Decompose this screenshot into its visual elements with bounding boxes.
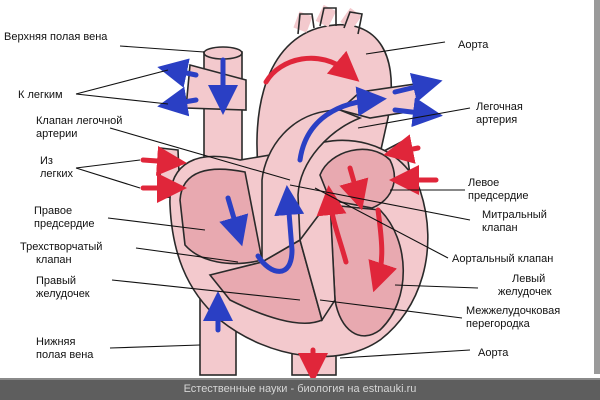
label-left-ventricle-line1: Левый [512,273,545,285]
label-aorta-top: Аорта [458,39,489,51]
right-ventricle-flow-arrow [255,185,305,274]
aortic-arch-flow-arrow [263,50,360,85]
label-left-atrium-line1: Левое [468,177,499,189]
label-mitral-line1: Митральный [482,209,547,221]
label-tricuspid-line1: Трехстворчатый [20,241,102,253]
label-from-lungs-line1: Из [40,155,53,167]
label-right-ventricle-line2: желудочек [36,288,90,300]
superior-vena-cava-opening [203,46,243,60]
from-right-lung-arrow-1 [140,146,187,176]
label-superior-vena-cava: Верхняя полая вена [4,31,108,43]
to-left-lung-arrow-2 [392,97,443,128]
label-tricuspid-line2: клапан [36,254,72,266]
label-aortic-valve: Аортальный клапан [452,253,553,265]
label-mitral-line2: клапан [482,222,518,234]
label-inferior-vena-cava-line1: Нижняя [36,336,75,348]
left-atrium-flow-arrow [339,165,369,211]
label-from-lungs-line2: легких [40,168,74,180]
footer-caption: Естественные науки - биология на estnauk… [0,378,600,400]
to-right-lung-arrow-1 [157,58,199,88]
pulmonary-trunk-flow-arrow [297,86,387,163]
label-pulmonary-artery-line2: артерия [476,114,517,126]
right-atrium-flow-arrow [219,195,249,247]
label-pulmonary-valve-line1: Клапан легочной [36,115,122,127]
left-ventricle-flow-arrow [368,207,397,293]
blood-flow-arrows [140,50,443,383]
label-right-atrium-line1: Правое [34,205,72,217]
labels: Верхняя полая вена К легким Клапан легоч… [4,31,560,361]
left-ventricle-outflow-arrow [316,185,349,265]
leader-lines [75,41,479,359]
label-to-lungs: К легким [18,89,63,101]
from-left-lung-arrow-1 [383,134,421,164]
label-aorta-bottom: Аорта [478,347,509,359]
label-left-ventricle-line2: желудочек [498,286,552,298]
to-left-lung-arrow-1 [392,72,443,103]
label-inferior-vena-cava-line2: полая вена [36,349,94,361]
pulmonary-trunk [261,109,363,264]
label-septum-line2: перегородка [466,318,531,330]
label-right-atrium-line2: предсердие [34,218,95,230]
label-pulmonary-artery-line1: Легочная [476,101,523,113]
label-left-atrium-line2: предсердие [468,190,529,202]
to-right-lung-arrow-2 [157,86,199,117]
label-septum-line1: Межжелудочковая [466,305,560,317]
label-right-ventricle-line1: Правый [36,275,76,287]
label-pulmonary-valve-line2: артерии [36,128,77,140]
